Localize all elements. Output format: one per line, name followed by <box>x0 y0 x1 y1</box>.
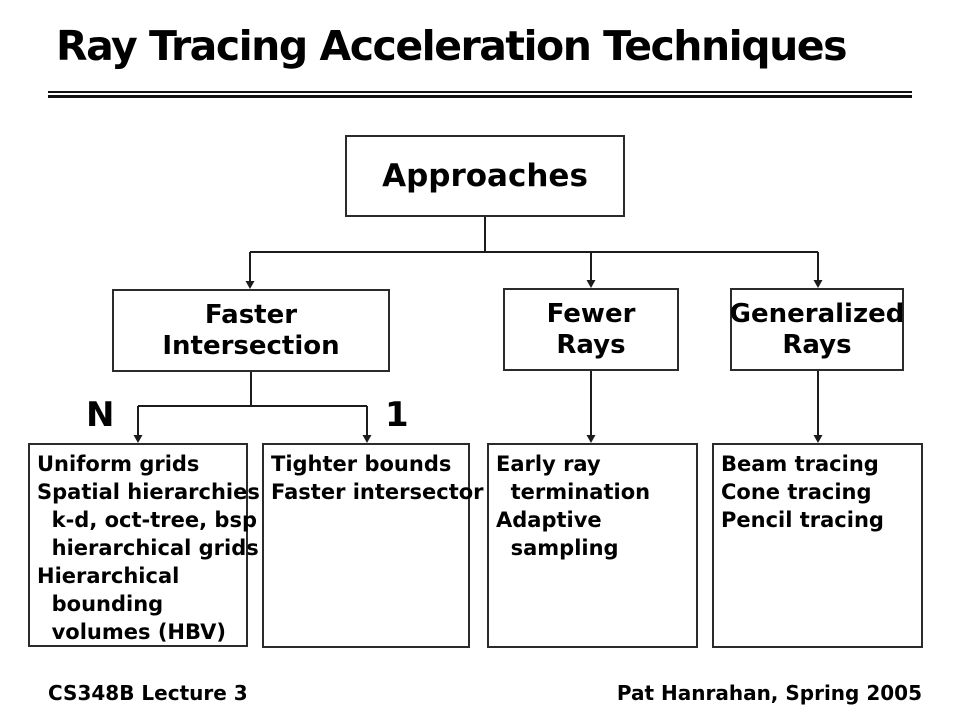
node-approaches-label: Approaches <box>382 158 588 194</box>
node-faster-intersection: Faster Intersection <box>112 289 390 372</box>
arrowhead-leaf-1 <box>133 435 143 443</box>
arrowhead-faster <box>245 281 255 289</box>
node-generalized-rays-label: Generalized Rays <box>729 298 905 360</box>
branch-label-n: N <box>86 395 115 435</box>
leaf-fewer-ray-techniques: Early ray termination Adaptive sampling <box>487 443 698 648</box>
slide-title: Ray Tracing Acceleration Techniques <box>56 22 847 70</box>
leaf-generalized-ray-techniques: Beam tracing Cone tracing Pencil tracing <box>712 443 923 648</box>
node-fewer-rays: Fewer Rays <box>503 288 679 371</box>
node-generalized-rays: Generalized Rays <box>730 288 904 371</box>
node-approaches: Approaches <box>345 135 625 217</box>
arrowhead-fewer <box>586 280 596 288</box>
node-fewer-rays-label: Fewer Rays <box>546 298 636 360</box>
node-faster-intersection-label: Faster Intersection <box>162 299 340 361</box>
arrowhead-generalized <box>813 280 823 288</box>
branch-label-1: 1 <box>385 395 409 435</box>
arrowhead-leaf-3 <box>586 435 596 443</box>
footer-course-label: CS348B Lecture 3 <box>48 681 248 705</box>
leaf-spatial-structures: Uniform grids Spatial hierarchies k-d, o… <box>28 443 260 647</box>
arrowhead-leaf-2 <box>362 435 372 443</box>
leaf-tighter-bounds: Tighter bounds Faster intersector <box>262 443 484 648</box>
arrowhead-leaf-4 <box>813 435 823 443</box>
footer-author-label: Pat Hanrahan, Spring 2005 <box>616 681 922 705</box>
title-underline <box>48 91 912 98</box>
